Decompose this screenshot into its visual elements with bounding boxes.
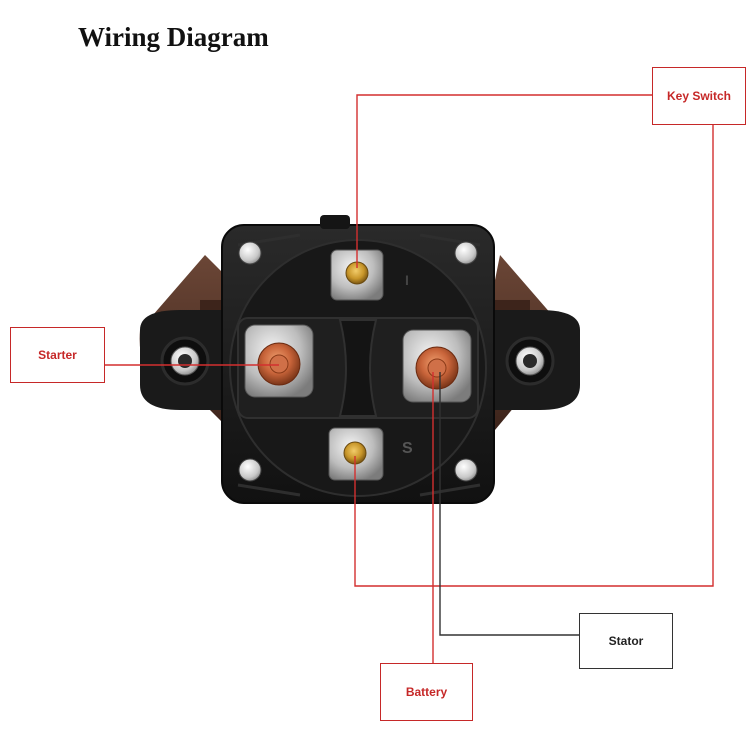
s-terminal-wire (354, 125, 714, 587)
stator-label: Stator (579, 613, 673, 669)
corner-screw-top-left (238, 241, 262, 265)
stator-wire (439, 372, 579, 636)
battery-label: Battery (380, 663, 473, 721)
mounting-ear-left (140, 310, 240, 410)
solenoid: I S (139, 215, 580, 504)
key-switch-label: Key Switch (652, 67, 746, 125)
corner-screw-bottom-left (238, 458, 262, 482)
diagram-title: Wiring Diagram (78, 22, 269, 52)
starter-terminal (244, 324, 314, 398)
bottom-terminal-mark: S (402, 440, 413, 457)
key-switch-wire (356, 94, 652, 268)
battery-terminal (402, 329, 472, 403)
starter-label: Starter (10, 327, 105, 383)
corner-screw-bottom-right (454, 458, 478, 482)
key-switch-terminal (330, 249, 384, 301)
s-terminal (328, 427, 384, 481)
mounting-ear-right (480, 310, 580, 410)
corner-screw-top-right (454, 241, 478, 265)
top-terminal-mark: I (405, 272, 409, 288)
